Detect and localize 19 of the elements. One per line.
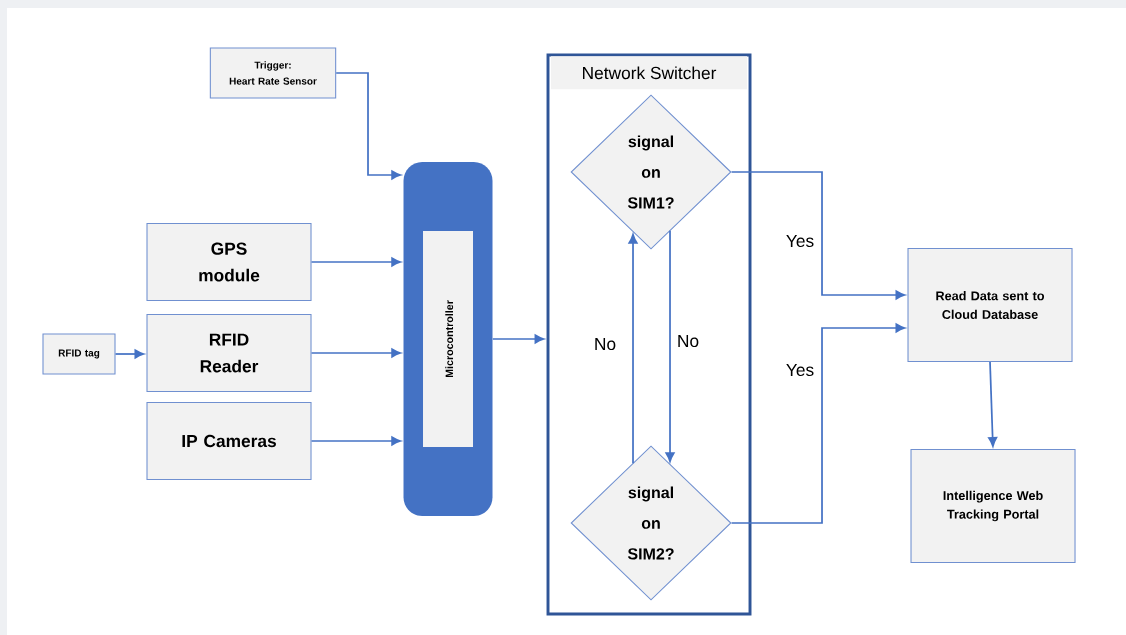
arrow — [491, 334, 545, 344]
process-box: IP Cameras — [146, 401, 312, 481]
arrow — [310, 257, 402, 267]
process-box: RFID Reader — [146, 313, 312, 393]
arrow — [730, 323, 906, 524]
arrow — [335, 72, 402, 180]
arrow — [988, 361, 998, 447]
process-box: RFID tag — [42, 333, 116, 375]
arrow — [665, 229, 675, 463]
arrow — [628, 233, 638, 465]
process-box: GPS module — [146, 222, 312, 302]
process-box: Trigger: Heart Rate Sensor — [209, 47, 337, 99]
microcontroller-block: Microcontroller — [403, 162, 493, 516]
arrow — [730, 171, 906, 300]
process-box: Read Data sent to Cloud Database — [907, 247, 1073, 363]
arrow — [114, 349, 145, 359]
arrow — [310, 436, 402, 446]
process-box: Intelligence Web Tracking Portal — [910, 448, 1076, 564]
arrow — [310, 348, 402, 358]
